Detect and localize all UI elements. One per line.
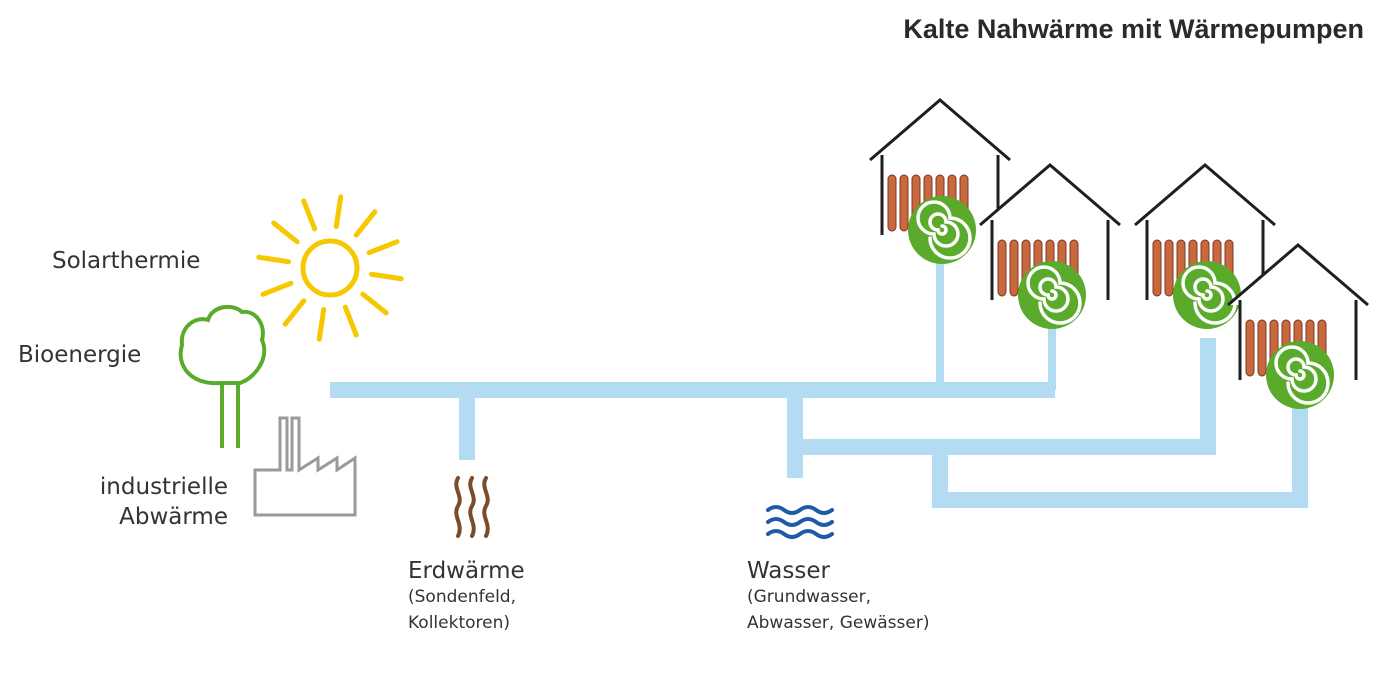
sun-ray: [369, 271, 404, 282]
factory-icon: [253, 416, 357, 517]
heat-pump-body: [1173, 261, 1241, 329]
tree-icon: [178, 304, 267, 448]
heat-pump-icon: [908, 196, 976, 264]
sun-ray: [366, 239, 400, 256]
water-waves-icon: [766, 505, 834, 539]
radiator-fin: [997, 239, 1007, 297]
radiator-fin: [1257, 319, 1267, 377]
bio-label: Bioenergie: [18, 342, 142, 368]
sun-ray: [301, 198, 318, 232]
water-label: Wasser (Grundwasser, Abwasser, Gewässer): [747, 558, 929, 636]
heat-pump-swirl: [1274, 345, 1330, 405]
geo-sub1: (Sondenfeld,: [408, 587, 516, 607]
sun-ray: [360, 291, 389, 316]
sun-ray: [342, 304, 359, 338]
house-3: [1134, 163, 1276, 329]
sun-icon: [256, 194, 404, 342]
heat-pump-swirl: [916, 200, 972, 260]
radiator-fin: [887, 174, 897, 232]
geothermal-icon: [454, 476, 490, 538]
sun-ray: [353, 209, 378, 238]
sun-ray: [260, 280, 294, 297]
water-sub2: Abwasser, Gewässer): [747, 613, 930, 633]
pipe-network: [330, 338, 1308, 508]
heat-pump-body: [1266, 341, 1334, 409]
radiator-fin: [899, 174, 909, 232]
radiator-fin: [1164, 239, 1174, 297]
sun-ray: [271, 220, 300, 245]
heat-pump-icon: [1173, 261, 1241, 329]
solar-label: Solarthermie: [52, 248, 201, 274]
sun-ray: [316, 307, 327, 342]
sun-ray: [282, 298, 307, 327]
radiator-fin: [1152, 239, 1162, 297]
branch-pipe-4: [940, 400, 1308, 508]
heat-pump-body: [908, 196, 976, 264]
radiator-fin: [1245, 319, 1255, 377]
water-sub1: (Grundwasser,: [747, 587, 872, 607]
industry-label: industrielle Abwärme: [58, 472, 228, 532]
house-2: [979, 163, 1121, 329]
water-title: Wasser: [747, 558, 830, 584]
diagram-title: Kalte Nahwärme mit Wärmepumpen: [903, 14, 1364, 44]
house-icon: [1227, 243, 1369, 380]
house-1: [869, 98, 1011, 264]
sun-ray: [256, 254, 291, 265]
geo-label: Erdwärme (Sondenfeld, Kollektoren): [408, 558, 525, 636]
houses-group: [869, 98, 1369, 409]
radiator-fin: [1009, 239, 1019, 297]
geo-title: Erdwärme: [408, 558, 525, 584]
geo-sub2: Kollektoren): [408, 613, 510, 633]
house-icon: [979, 163, 1121, 300]
sun-ray: [333, 194, 344, 229]
house-4: [1227, 243, 1369, 409]
heat-pump-body: [1018, 261, 1086, 329]
heat-pump-icon: [1018, 261, 1086, 329]
heat-pump-icon: [1266, 341, 1334, 409]
heat-pump-swirl: [1026, 265, 1082, 325]
industry-label-line1: industrielle: [99, 474, 228, 500]
industry-label-line2: Abwärme: [119, 504, 228, 530]
house-pipes: [936, 260, 1056, 390]
